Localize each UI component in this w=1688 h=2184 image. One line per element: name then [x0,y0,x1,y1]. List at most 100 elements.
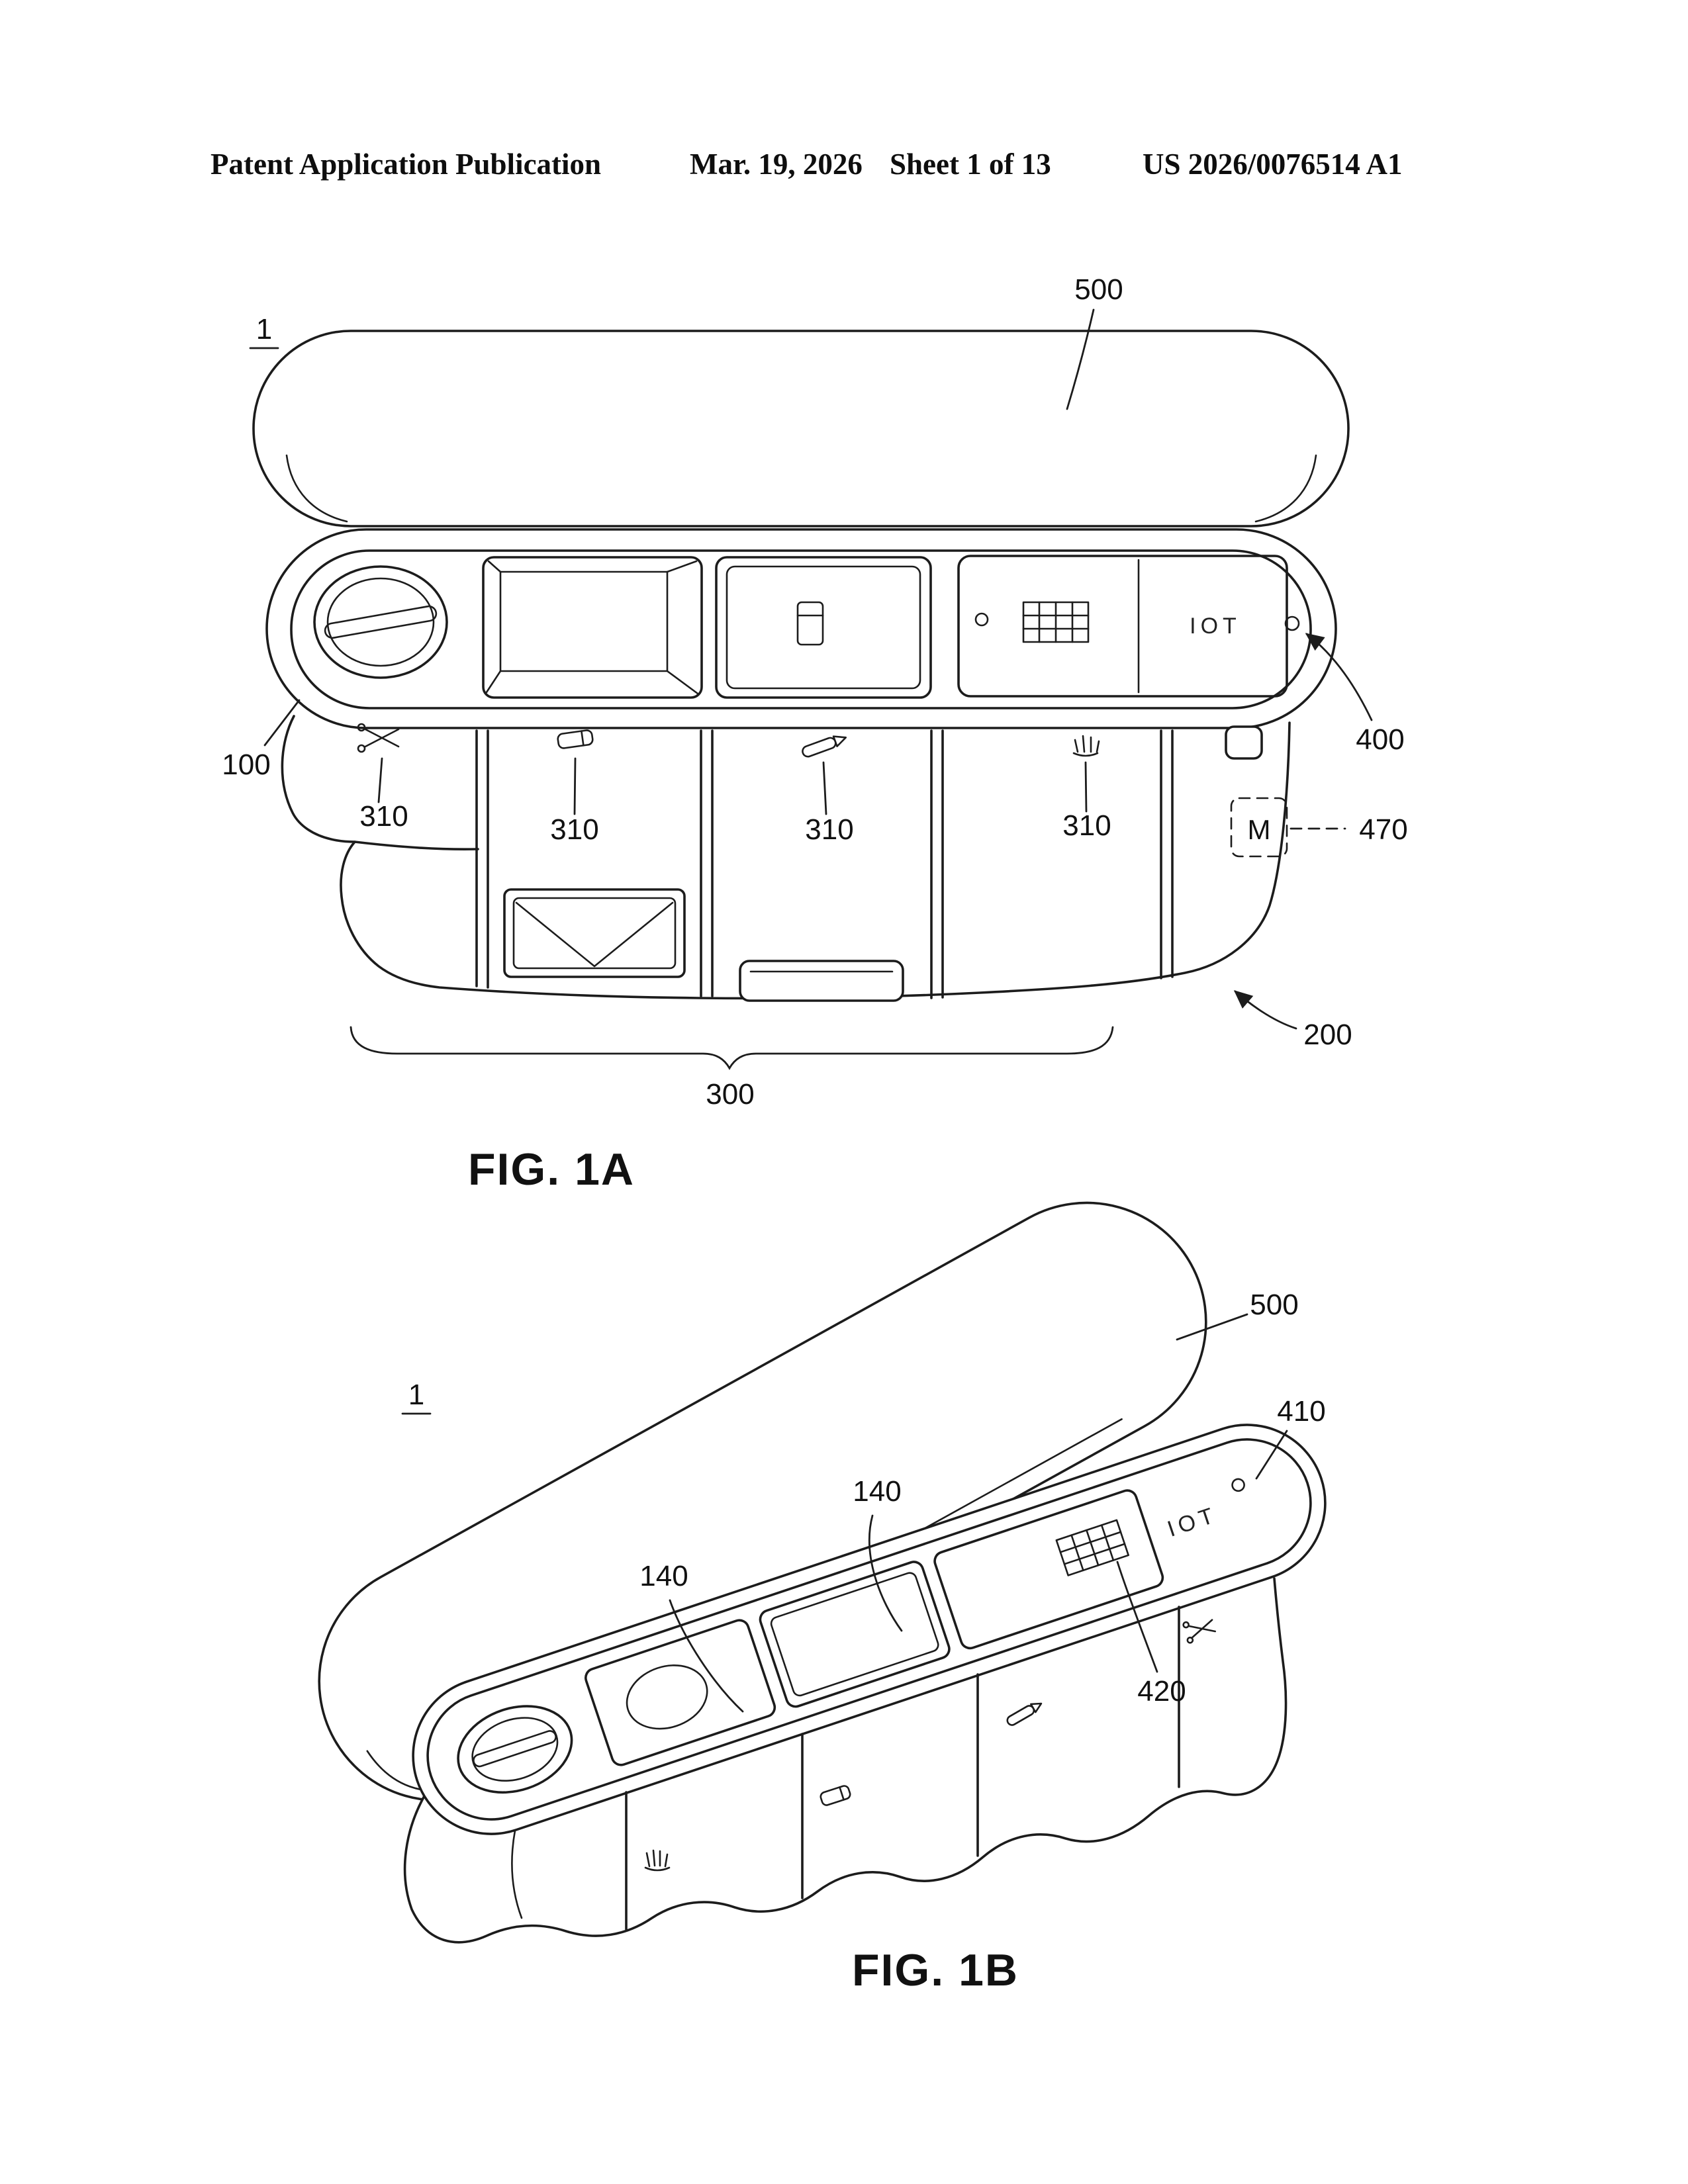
hand-icon [1072,735,1100,757]
pencil-icon [802,735,847,758]
rim-inner [290,549,1312,709]
battery-body [557,729,594,749]
ref-300-label: 300 [706,1078,754,1111]
lid-edge-detail-right [1254,454,1317,523]
side-clip [1225,725,1263,760]
rim-inner [426,1438,1312,1821]
ref-500-label: 500 [1250,1289,1298,1321]
ref-410-leader [1255,1430,1288,1480]
keypad-grid [1059,1524,1126,1572]
fig1a-iot-panel: IOT [957,555,1300,698]
ref-500-label: 500 [1074,273,1123,306]
recess-b-outline [759,1561,951,1708]
hand-icon [644,1849,671,1872]
ref-1-label: 1 [256,313,272,345]
hinge-pin-left [974,612,989,627]
scissors-handle-2 [357,744,366,753]
well-outer [313,565,448,679]
iot-marking: IOT [1190,614,1241,639]
fig1a-lid [252,330,1350,527]
well-slot-bar [324,605,438,639]
sheet-number: Sheet 1 of 13 [890,148,1051,181]
document-number: US 2026/0076514 A1 [1143,148,1403,181]
hinge-pin-right [1284,615,1300,631]
ref-200-arrow [1233,990,1297,1030]
module-letter: M [1248,814,1271,845]
keypad-icon [1022,601,1090,643]
fig1a-box-compartment [482,556,703,699]
fig1a-front-dividers [475,729,1174,999]
fig1b-labels: 1 500 410 140 140 420 [401,1289,1326,1713]
fig1a-envelope-flap [503,888,686,978]
scissors-handle-1 [357,723,366,732]
scissors-blades [1188,1619,1217,1639]
ref-400-label: 400 [1356,723,1404,756]
battery-line [839,1786,845,1801]
ref-310-label-2: 310 [550,813,598,846]
pencil-tip [832,735,847,747]
ref-310-label-3: 310 [805,813,853,846]
recess-a-outline [585,1619,776,1766]
ref-310-leader-3 [822,761,827,815]
fig1a-latch [739,960,904,1002]
hand-strokes [1072,735,1100,757]
battery-body [820,1785,851,1806]
module-dashed-outline [1230,797,1288,858]
battery-line [581,730,585,747]
ref-200-label: 200 [1303,1019,1352,1051]
publication-date: Mar. 19, 2026 [690,148,863,181]
battery-icon [820,1785,851,1806]
lid-outline [252,330,1350,527]
scissors-icon [1182,1619,1217,1644]
fig-1b-caption: FIG. 1B [852,1945,1019,1995]
fig1a-module-box: M [1230,797,1346,858]
item-compartment-outline [715,556,932,699]
publication-title: Patent Application Publication [211,148,602,181]
ref-140-leader-1 [868,1514,903,1632]
fig1a-left-step-line [353,841,479,851]
ref-420-label: 420 [1137,1675,1186,1707]
fig1a-body-front [281,715,1291,1000]
ref-410-label: 410 [1277,1395,1325,1428]
well-inner [326,577,435,667]
fig1a-labels: 1 500 100 310 310 310 310 400 470 200 [222,273,1407,1111]
fig1a-item-compartment [715,556,932,699]
keypad-grid [1022,601,1090,643]
keypad-panel-outline [933,1489,1164,1650]
ref-420-leader [1116,1561,1158,1673]
ref-310-leader-1 [377,757,383,803]
hinge-pin [1231,1478,1245,1492]
flap-inner [512,897,677,970]
fig1b-rim: IOT [412,1424,1327,1835]
keypad-icon [1055,1519,1129,1576]
box-opening [482,556,703,699]
well-outer [457,1705,573,1794]
fig1b-front-dividers [625,1606,1180,1931]
flap-fold-v [515,901,674,968]
flap-outline [503,888,686,978]
scissors-handle-1 [1182,1621,1190,1629]
scissors-icon [357,723,400,753]
scissors-blades [364,728,400,748]
ref-470-label: 470 [1359,813,1407,846]
fig1b-round-well [457,1705,573,1794]
lid-edge-detail-left [285,454,348,523]
well-slot-bar [473,1730,557,1768]
ref-400-arrow [1305,633,1373,721]
ref-140-leader-2 [669,1599,744,1713]
box-corner-lines [485,560,699,695]
fig-1b-drawing: IOT 1 [318,1201,1327,1995]
ref-100-label: 100 [222,749,270,781]
ref-500-leader [1066,308,1095,410]
ref-1-label: 1 [408,1379,424,1411]
scissors-handle-2 [1186,1636,1194,1644]
ref-310-label-4: 310 [1062,809,1111,842]
ref-300-brace [350,1026,1114,1070]
recess-b-inner [770,1572,939,1697]
latch-outline [739,960,904,1002]
ref-310-label-1: 310 [359,800,408,833]
fig1a-round-well [313,565,448,679]
fig-1a-caption: FIG. 1A [468,1144,635,1195]
small-item [796,601,824,646]
pencil-icon [1006,1702,1043,1726]
